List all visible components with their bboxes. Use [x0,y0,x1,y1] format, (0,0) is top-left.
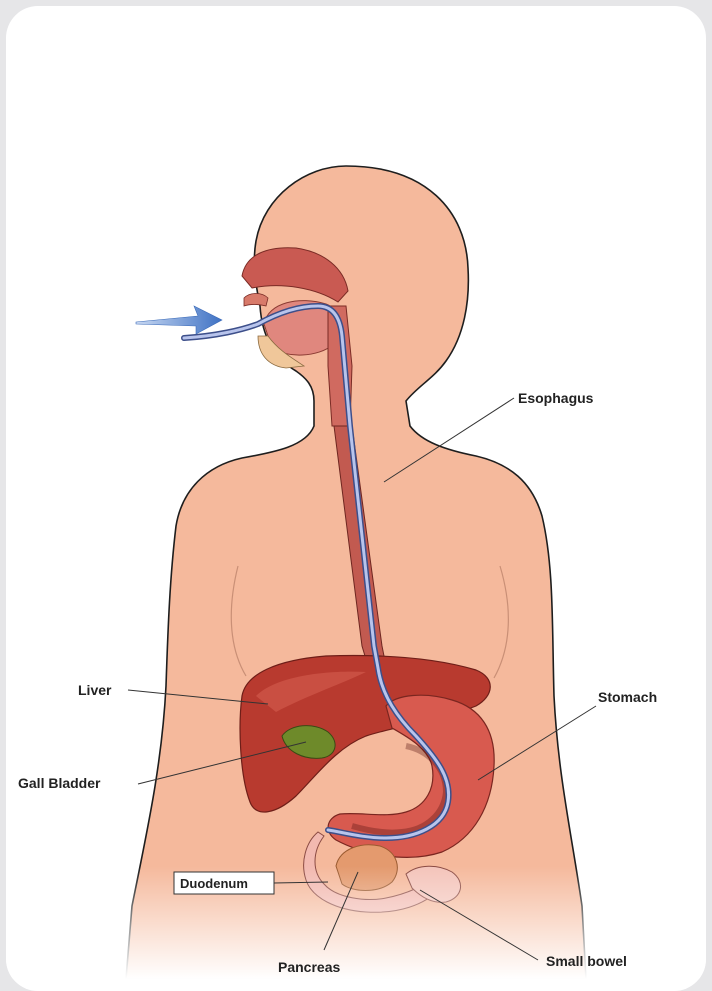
liver-label: Liver [78,682,112,698]
insertion-arrow [136,306,222,334]
gall-bladder-label: Gall Bladder [18,775,101,791]
digestive-system-diagram: Esophagus Liver Stomach Gall Bladder Duo… [6,6,706,979]
small-bowel-label: Small bowel [546,953,627,969]
upper-lip [244,294,268,307]
duodenum-label: Duodenum [180,876,248,891]
esophagus-label: Esophagus [518,390,594,406]
stomach-label: Stomach [598,689,657,705]
diagram-card: Esophagus Liver Stomach Gall Bladder Duo… [6,6,706,991]
